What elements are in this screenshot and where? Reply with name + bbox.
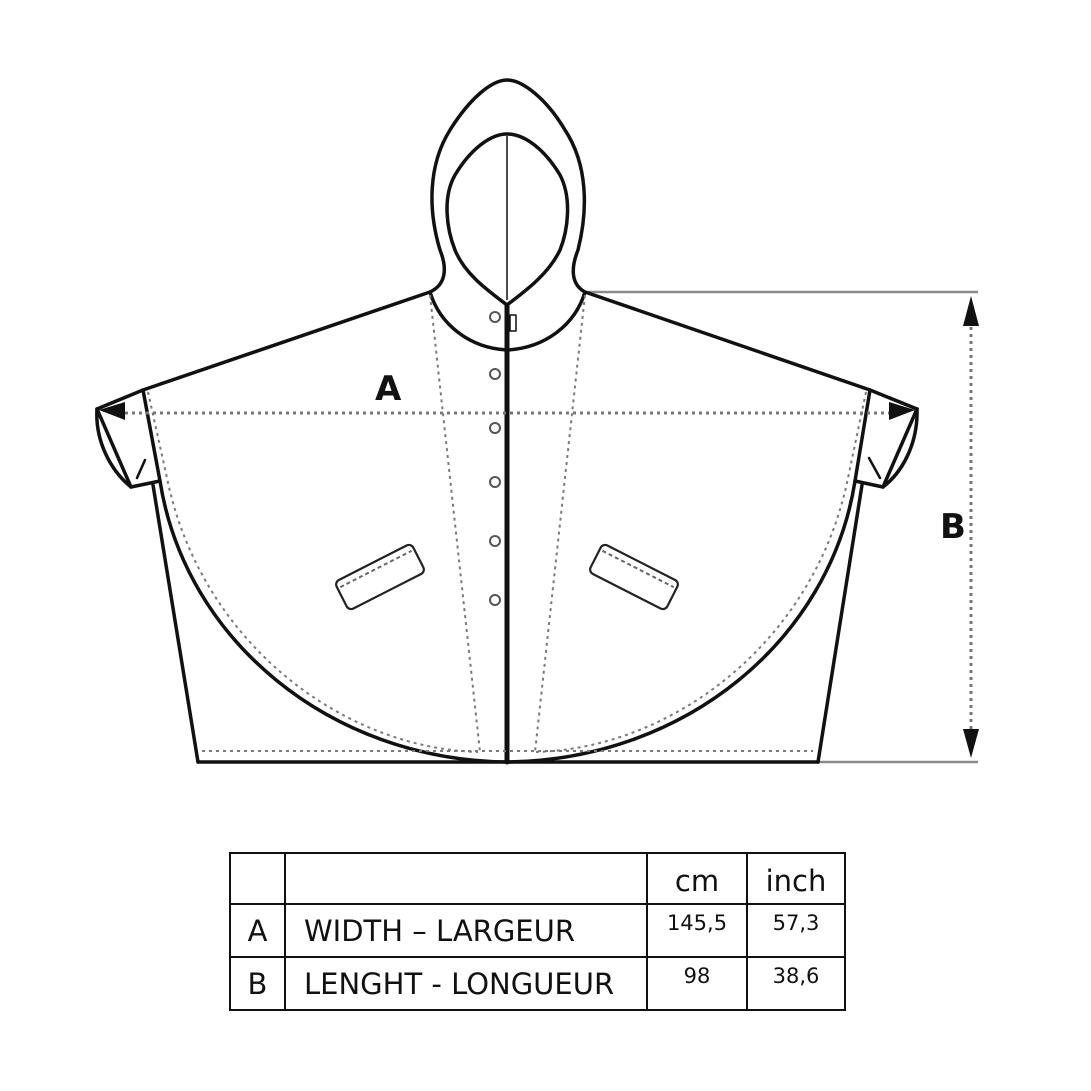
button-icon — [489, 311, 501, 323]
header-cm-cell: cm — [646, 852, 748, 905]
button-icon — [489, 535, 501, 547]
pockets — [335, 543, 679, 611]
header-key-cell — [229, 852, 286, 905]
stitch-lines — [147, 294, 867, 753]
hood — [428, 78, 587, 352]
button-icon — [489, 368, 501, 380]
header-label-cell — [284, 852, 648, 905]
table-header-row: cm inch — [229, 852, 846, 905]
length-guide-lines — [585, 290, 979, 764]
poncho-body — [95, 290, 919, 765]
row-inch-cell: 38,6 — [746, 956, 846, 1011]
row-inch-cell: 57,3 — [746, 903, 846, 958]
button-icon — [489, 422, 501, 434]
arrow-left-icon — [99, 402, 125, 420]
table-row: A WIDTH – LARGEUR 145,5 57,3 — [229, 903, 846, 958]
row-cm-cell: 98 — [646, 956, 748, 1011]
row-label-cell: WIDTH – LARGEUR — [284, 903, 648, 958]
arrow-up-icon — [963, 296, 979, 326]
row-label-cell: LENGHT - LONGUEUR — [284, 956, 648, 1011]
width-guide — [99, 402, 915, 420]
table-row: B LENGHT - LONGUEUR 98 38,6 — [229, 956, 846, 1011]
button-icon — [489, 476, 501, 488]
row-key-cell: B — [229, 956, 286, 1011]
right-pocket — [589, 543, 679, 611]
buttons — [489, 311, 501, 606]
row-cm-cell: 145,5 — [646, 903, 748, 958]
left-pocket — [335, 543, 425, 611]
arrow-right-icon — [889, 402, 915, 420]
width-marker-label: A — [375, 369, 402, 409]
button-icon — [489, 594, 501, 606]
size-chart-table: cm inch A WIDTH – LARGEUR 145,5 57,3 B L… — [229, 852, 846, 1011]
header-inch-cell: inch — [746, 852, 846, 905]
arrow-down-icon — [963, 729, 979, 758]
poncho-diagram: A B — [95, 78, 979, 765]
length-marker-label: B — [940, 507, 966, 547]
row-key-cell: A — [229, 903, 286, 958]
